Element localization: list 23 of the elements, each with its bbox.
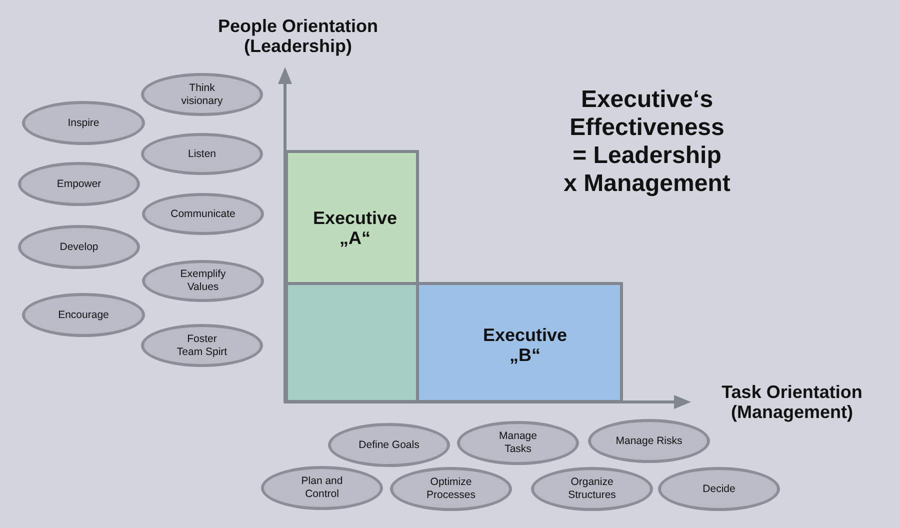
axis-label: Task Orientation (Management) (720, 382, 864, 422)
quadrant-label: Executive „B“ (482, 325, 568, 365)
quadrant-box (285, 150, 419, 282)
skill-oval: Communicate (142, 193, 264, 235)
skill-oval: Plan and Control (261, 466, 383, 510)
skill-oval: Manage Risks (588, 419, 710, 463)
quadrant-box (285, 282, 623, 403)
skill-oval: Foster Team Spirt (141, 324, 263, 367)
skill-oval: Organize Structures (531, 467, 653, 511)
skill-oval: Encourage (22, 293, 145, 337)
skill-oval: Inspire (22, 101, 145, 145)
axis-label: People Orientation (Leadership) (216, 16, 380, 56)
skill-oval: Optimize Processes (390, 467, 512, 511)
skill-oval: Develop (18, 225, 140, 269)
skill-oval: Empower (18, 162, 140, 206)
skill-oval: Decide (658, 467, 780, 511)
diagram-title: Executive‘s Effectiveness = Leadership x Management (562, 86, 732, 198)
skill-oval: Define Goals (328, 423, 450, 467)
skill-oval: Manage Tasks (457, 421, 579, 465)
skill-oval: Listen (141, 133, 263, 175)
quadrant-label: Executive „A“ (312, 208, 398, 248)
skill-oval: Think visionary (141, 73, 263, 116)
skill-oval: Exemplify Values (142, 260, 264, 302)
